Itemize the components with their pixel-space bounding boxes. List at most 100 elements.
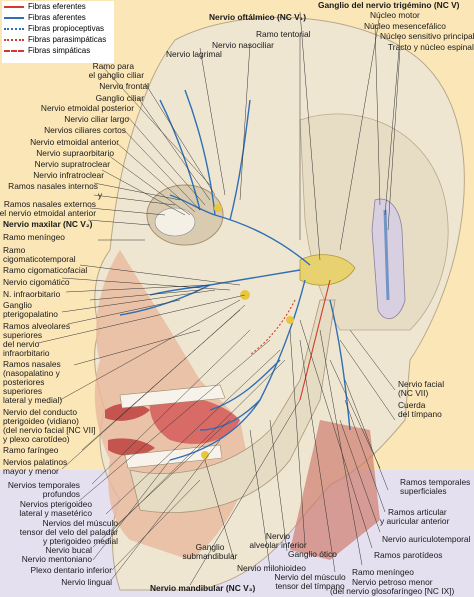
label-cigomaticofacial: Ramo cigomaticofacial: [3, 265, 88, 275]
label-cigomaticotemporal-2: cigomaticotemporal: [3, 254, 76, 264]
label-nasales-5: lateral y medial): [3, 395, 63, 405]
label-ramo-meningeo-sup: Ramo meníngeo: [3, 232, 65, 242]
label-nervio-nasociliar: Nervio nasociliar: [212, 40, 274, 50]
label-ramo-tentorial: Ramo tentorial: [256, 29, 311, 39]
label-maxilar: Nervio maxilar (NC V₂): [3, 219, 93, 229]
label-cuerda-2: del tímpano: [398, 409, 442, 419]
frontal-nerve-path: [184, 89, 216, 216]
label-ramo-ganglio-ciliar-1: Ramo para: [92, 61, 134, 71]
label-musculo-tensor-3: y pterigoideo medial: [43, 536, 118, 546]
label-nucleo-mesencefalico: Núcleo mesencefálico: [364, 21, 446, 31]
label-temporales-prof-1: Nervios temporales: [7, 480, 80, 490]
label-petroso-1: Nervio petroso menor: [352, 577, 433, 587]
motor-root-path: [299, 279, 331, 401]
label-ganglio-sub-1: Ganglio: [195, 542, 225, 552]
label-nasales-externos-1: Ramos nasales externos: [3, 199, 96, 209]
label-etmoidal-anterior: Nervio etmoidal anterior: [30, 137, 119, 147]
label-articular-2: y auricular anterior: [380, 516, 450, 526]
efferent-nerves: [249, 279, 331, 401]
label-articular-1: Ramos articular: [388, 507, 447, 517]
label-nervio-lagrimal: Nervio lagrimal: [166, 49, 222, 59]
ophthalmic-nerve-path: [169, 194, 311, 266]
label-cigomaticotemporal-1: Ramo: [3, 245, 26, 255]
legend-item-parasympathetic: Fibras parasimpáticas: [2, 34, 114, 45]
legend-item-efferent: Fibras eferentes: [2, 1, 114, 12]
label-ramo-meningeo-inf: Ramo meníngeo: [352, 567, 414, 577]
label-alveolar-inf-1: Nervio: [265, 531, 291, 541]
label-nervio-bucal: Nervio bucal: [45, 545, 92, 555]
buccal-nerve-path: [209, 359, 281, 411]
label-alveolares-3: del nervio: [3, 339, 40, 349]
label-nervio-lingual: Nervio lingual: [61, 577, 112, 587]
label-musculo-tensor-timp-2: tensor del tímpano: [275, 581, 345, 591]
label-ciliares-cortos: Nervios ciliares cortos: [44, 125, 126, 135]
label-mandibular: Nervio mandibular (NC V₃): [150, 583, 256, 593]
afferent-nerves: [119, 89, 351, 461]
legend: Fibras eferentes Fibras aferentes Fibras…: [2, 1, 114, 63]
label-nasales-externos-2: del nervio etmoidal anterior: [0, 208, 96, 218]
upper-teeth: [119, 384, 226, 409]
label-facial-1: Nervio facial: [398, 379, 445, 389]
legend-label: Fibras eferentes: [28, 2, 86, 11]
label-nasales-2: (nasopalatino y: [3, 368, 60, 378]
legend-item-sympathetic: Fibras simpáticas: [2, 45, 114, 56]
label-alveolares-1: Ramos alveolares: [3, 321, 71, 331]
neck-muscles: [290, 420, 380, 560]
label-ramos-parotideos: Ramos parotídeos: [374, 550, 443, 560]
legend-label: Fibras parasimpáticas: [28, 35, 107, 44]
label-alveolar-inf-2: alveolar inferior: [249, 540, 307, 550]
eyeball: [154, 207, 196, 237]
label-supratroclear: Nervio supratroclear: [34, 159, 110, 169]
label-ganglio-sub-2: submandibular: [182, 551, 238, 561]
efferent-swatch: [4, 6, 24, 8]
label-oftalmico: Nervio oftálmico (NC V₁): [209, 12, 306, 22]
label-alveolares-4: infraorbitario: [3, 348, 50, 358]
label-temporales-prof-2: profundos: [42, 489, 80, 499]
legend-label: Fibras propioceptivas: [28, 24, 105, 33]
label-pterigoideo-2: lateral y masetérico: [19, 508, 92, 518]
label-cuerda-1: Cuerda: [398, 400, 426, 410]
label-nucleo-sensitivo: Núcleo sensitivo principal: [380, 31, 474, 41]
label-etmoidal-posterior: Nervio etmoidal posterior: [40, 103, 134, 113]
maxillary-nerve-path: [149, 269, 301, 296]
label-nasales-3: posteriores: [3, 377, 45, 387]
label-pterigoideo-1: Nervios pterigoideo: [19, 499, 92, 509]
label-supraorbitario: Nervio supraorbitario: [36, 148, 114, 158]
auriculotemporal-path: [329, 299, 351, 431]
label-nervio-frontal: Nervio frontal: [99, 81, 149, 91]
proprioceptive-swatch: [4, 28, 24, 30]
parasympathetic-path: [249, 299, 296, 356]
label-ramo-faringeo: Ramo faríngeo: [3, 445, 59, 455]
label-infratroclear: Nervio infratroclear: [33, 170, 104, 180]
legend-item-afferent: Fibras aferentes: [2, 12, 114, 23]
label-ganglio-otico: Ganglio ótico: [288, 549, 337, 559]
label-conducto-2: pterigoideo (vidiano): [3, 416, 79, 426]
label-ramo-ganglio-ciliar-2: el ganglio ciliar: [88, 70, 144, 80]
leader-lines: [37, 11, 401, 586]
label-ganglio-ciliar: Ganglio ciliar: [95, 93, 144, 103]
spinal-nucleus: [383, 209, 390, 301]
lingual-nerve-path: [199, 399, 261, 431]
label-conducto-3: (del nervio facial [NC VII]: [3, 425, 96, 435]
legend-item-proprioceptive: Fibras propioceptivas: [2, 23, 114, 34]
label-facial-2: (NC VII): [398, 388, 429, 398]
upper-lip: [105, 403, 150, 421]
label-nasales-4: superiores: [3, 386, 43, 396]
label-nervio-mentoniano: Nervio mentoniano: [21, 554, 92, 564]
brainstem: [371, 198, 406, 320]
sympathetic-swatch: [4, 50, 24, 52]
label-conducto-4: y plexo carotídeo): [3, 434, 70, 444]
label-tracto-espinal: Tracto y núcleo espinales: [388, 42, 474, 52]
label-nervio-cigomatico: Nervio cigomático: [3, 277, 70, 287]
submandibular-ganglion: [201, 451, 209, 459]
label-ciliar-largo: Nervio ciliar largo: [64, 114, 129, 124]
parasympathetic-swatch: [4, 39, 24, 41]
infraorbital-nerve-path: [119, 284, 211, 316]
label-infraorbitario: N. infraorbitario: [3, 289, 61, 299]
ciliary-ganglion: [214, 204, 222, 212]
label-milohioideo: Nervio milohioideo: [237, 563, 306, 573]
supraorbital-nerve-path: [159, 99, 201, 211]
mandible: [129, 299, 336, 513]
